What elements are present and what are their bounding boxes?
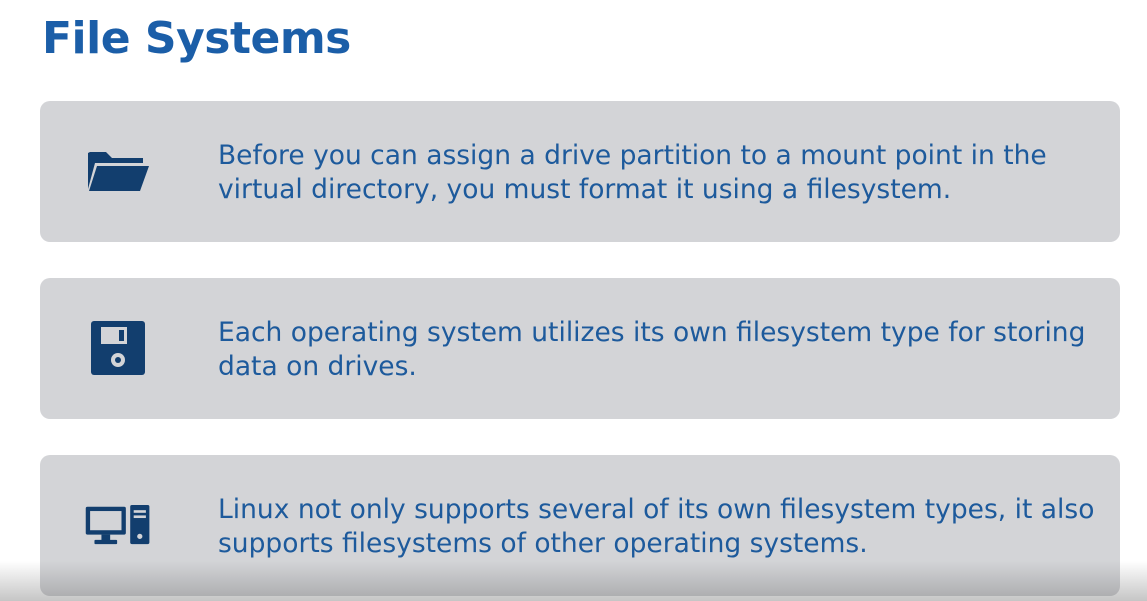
card-text-filesystem-type: Each operating system utilizes its own f… [218,317,1086,382]
slide-title: File Systems [42,13,351,64]
info-card-format: Before you can assign a drive partition … [40,101,1120,242]
card-text-linux-support: Linux not only supports several of its o… [218,494,1095,559]
info-card-linux-support: Linux not only supports several of its o… [40,455,1120,596]
desktop-computer-icon [84,493,152,557]
card-text-format: Before you can assign a drive partition … [218,140,1047,205]
floppy-disk-icon [84,316,152,380]
info-card-filesystem-type: Each operating system utilizes its own f… [40,278,1120,419]
folder-open-icon [84,139,152,203]
